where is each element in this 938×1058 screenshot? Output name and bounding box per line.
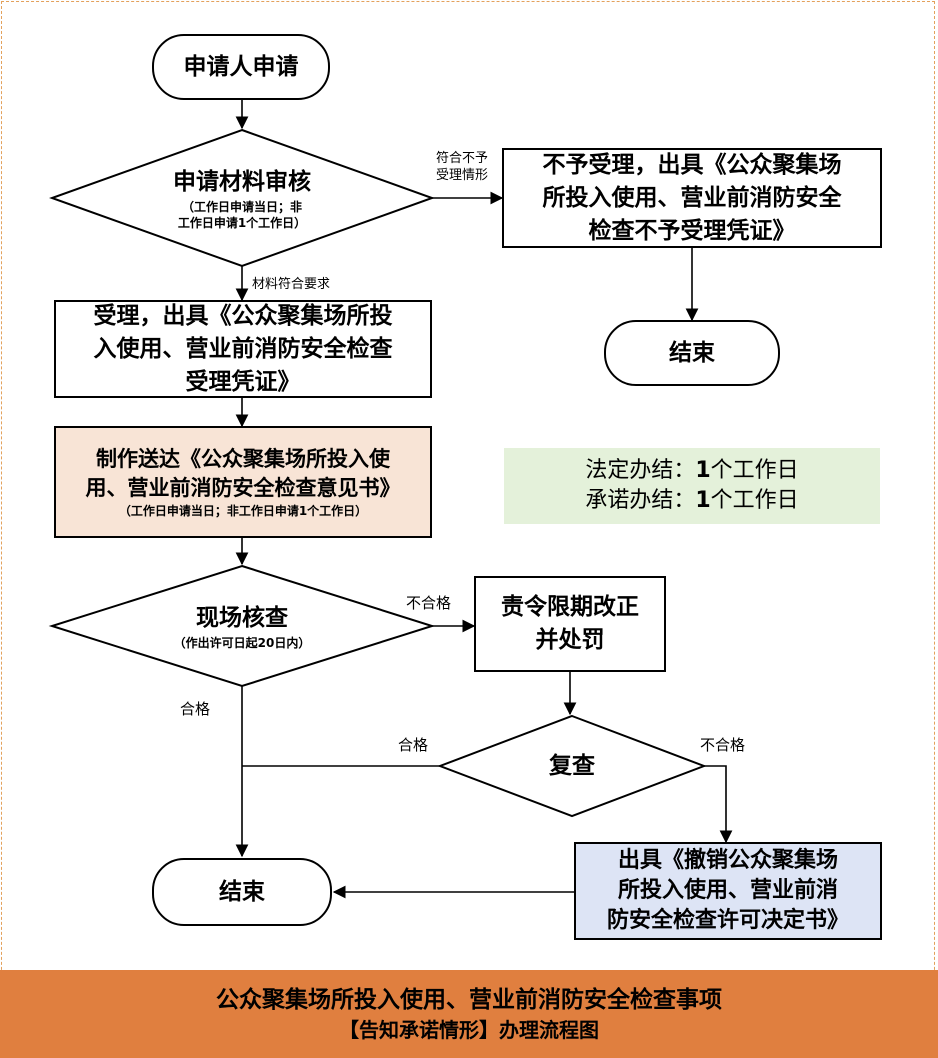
recheck-text: 复查 xyxy=(500,746,644,786)
reject-box-line3: 检查不予受理凭证》 xyxy=(588,217,796,244)
inspect-text: 现场核查 （作出许可日起20日内） xyxy=(120,598,364,654)
reject-box: 不予受理，出具《公众聚集场 所投入使用、营业前消防安全 检查不予受理凭证》 xyxy=(502,148,882,248)
legal-deadline: 法定办结：1个工作日 xyxy=(585,458,799,483)
footer-title-line2: 【告知承诺情形】办理流程图 xyxy=(339,1018,599,1042)
rectify-box: 责令限期改正 并处罚 xyxy=(474,576,666,672)
recheck-fail-label: 不合格 xyxy=(700,736,746,754)
inspect-title: 现场核查 xyxy=(196,604,288,631)
end-right-label: 结束 xyxy=(669,339,715,366)
arrow-recheck-revoke xyxy=(704,765,733,844)
start-node: 申请人申请 xyxy=(152,34,330,100)
end-node-left: 结束 xyxy=(152,858,332,926)
inspect-fail-label: 不合格 xyxy=(406,594,452,612)
inspect-note: （作出许可日起20日内） xyxy=(173,635,311,650)
review-text: 申请材料审核 （工作日申请当日；非 工作日申请1个工作日） xyxy=(120,160,364,236)
revoke-box: 出具《撤销公众聚集场 所投入使用、营业前消 防安全检查许可决定书》 xyxy=(574,842,882,940)
deliver-note: （工作日申请当日；非工作日申请1个工作日） xyxy=(118,504,368,518)
rectify-line1: 责令限期改正 xyxy=(501,594,639,620)
reject-box-line1: 不予受理，出具《公众聚集场 xyxy=(542,151,842,178)
recheck-diamond xyxy=(437,714,707,818)
deliver-box: 制作送达《公众聚集场所投入使 用、营业前消防安全检查意见书》 （工作日申请当日；… xyxy=(54,426,432,538)
revoke-line1: 出具《撤销公众聚集场 xyxy=(617,848,838,873)
recheck-title: 复查 xyxy=(549,752,595,779)
accept-condition-label: 材料符合要求 xyxy=(252,277,331,292)
deliver-line2: 用、营业前消防安全检查意见书》 xyxy=(85,476,401,500)
footer-banner: 公众聚集场所投入使用、营业前消防安全检查事项 【告知承诺情形】办理流程图 xyxy=(0,970,938,1058)
footer-title-line1: 公众聚集场所投入使用、营业前消防安全检查事项 xyxy=(216,987,722,1013)
start-label: 申请人申请 xyxy=(183,53,299,80)
rectify-line2: 并处罚 xyxy=(535,627,605,653)
accept-box-line3: 受理凭证》 xyxy=(185,368,301,395)
review-note-line1: （工作日申请当日；非 xyxy=(181,199,302,214)
accept-box-line2: 入使用、营业前消防安全检查 xyxy=(93,335,393,362)
revoke-line2: 所投入使用、营业前消 xyxy=(617,878,838,903)
review-note-line2: 工作日申请1个工作日） xyxy=(177,215,307,230)
recheck-pass-label: 合格 xyxy=(398,736,429,754)
inspect-pass-label: 合格 xyxy=(180,700,211,718)
time-limit-note: 法定办结：1个工作日 承诺办结：1个工作日 xyxy=(504,448,880,524)
accept-box-line1: 受理，出具《公众聚集场所投 xyxy=(93,302,393,329)
revoke-line3: 防安全检查许可决定书》 xyxy=(606,908,849,933)
accept-box: 受理，出具《公众聚集场所投 入使用、营业前消防安全检查 受理凭证》 xyxy=(54,300,432,398)
promise-deadline: 承诺办结：1个工作日 xyxy=(585,488,799,513)
deliver-line1: 制作送达《公众聚集场所投入使 xyxy=(96,447,390,471)
reject-condition-label: 符合不予 受理情形 xyxy=(424,150,500,184)
reject-label-line2: 受理情形 xyxy=(435,168,488,183)
end-left-label: 结束 xyxy=(219,878,265,905)
review-title: 申请材料审核 xyxy=(173,168,311,195)
end-node-right: 结束 xyxy=(604,320,780,386)
reject-label-line1: 符合不予 xyxy=(435,151,488,166)
reject-box-line2: 所投入使用、营业前消防安全 xyxy=(542,184,842,211)
